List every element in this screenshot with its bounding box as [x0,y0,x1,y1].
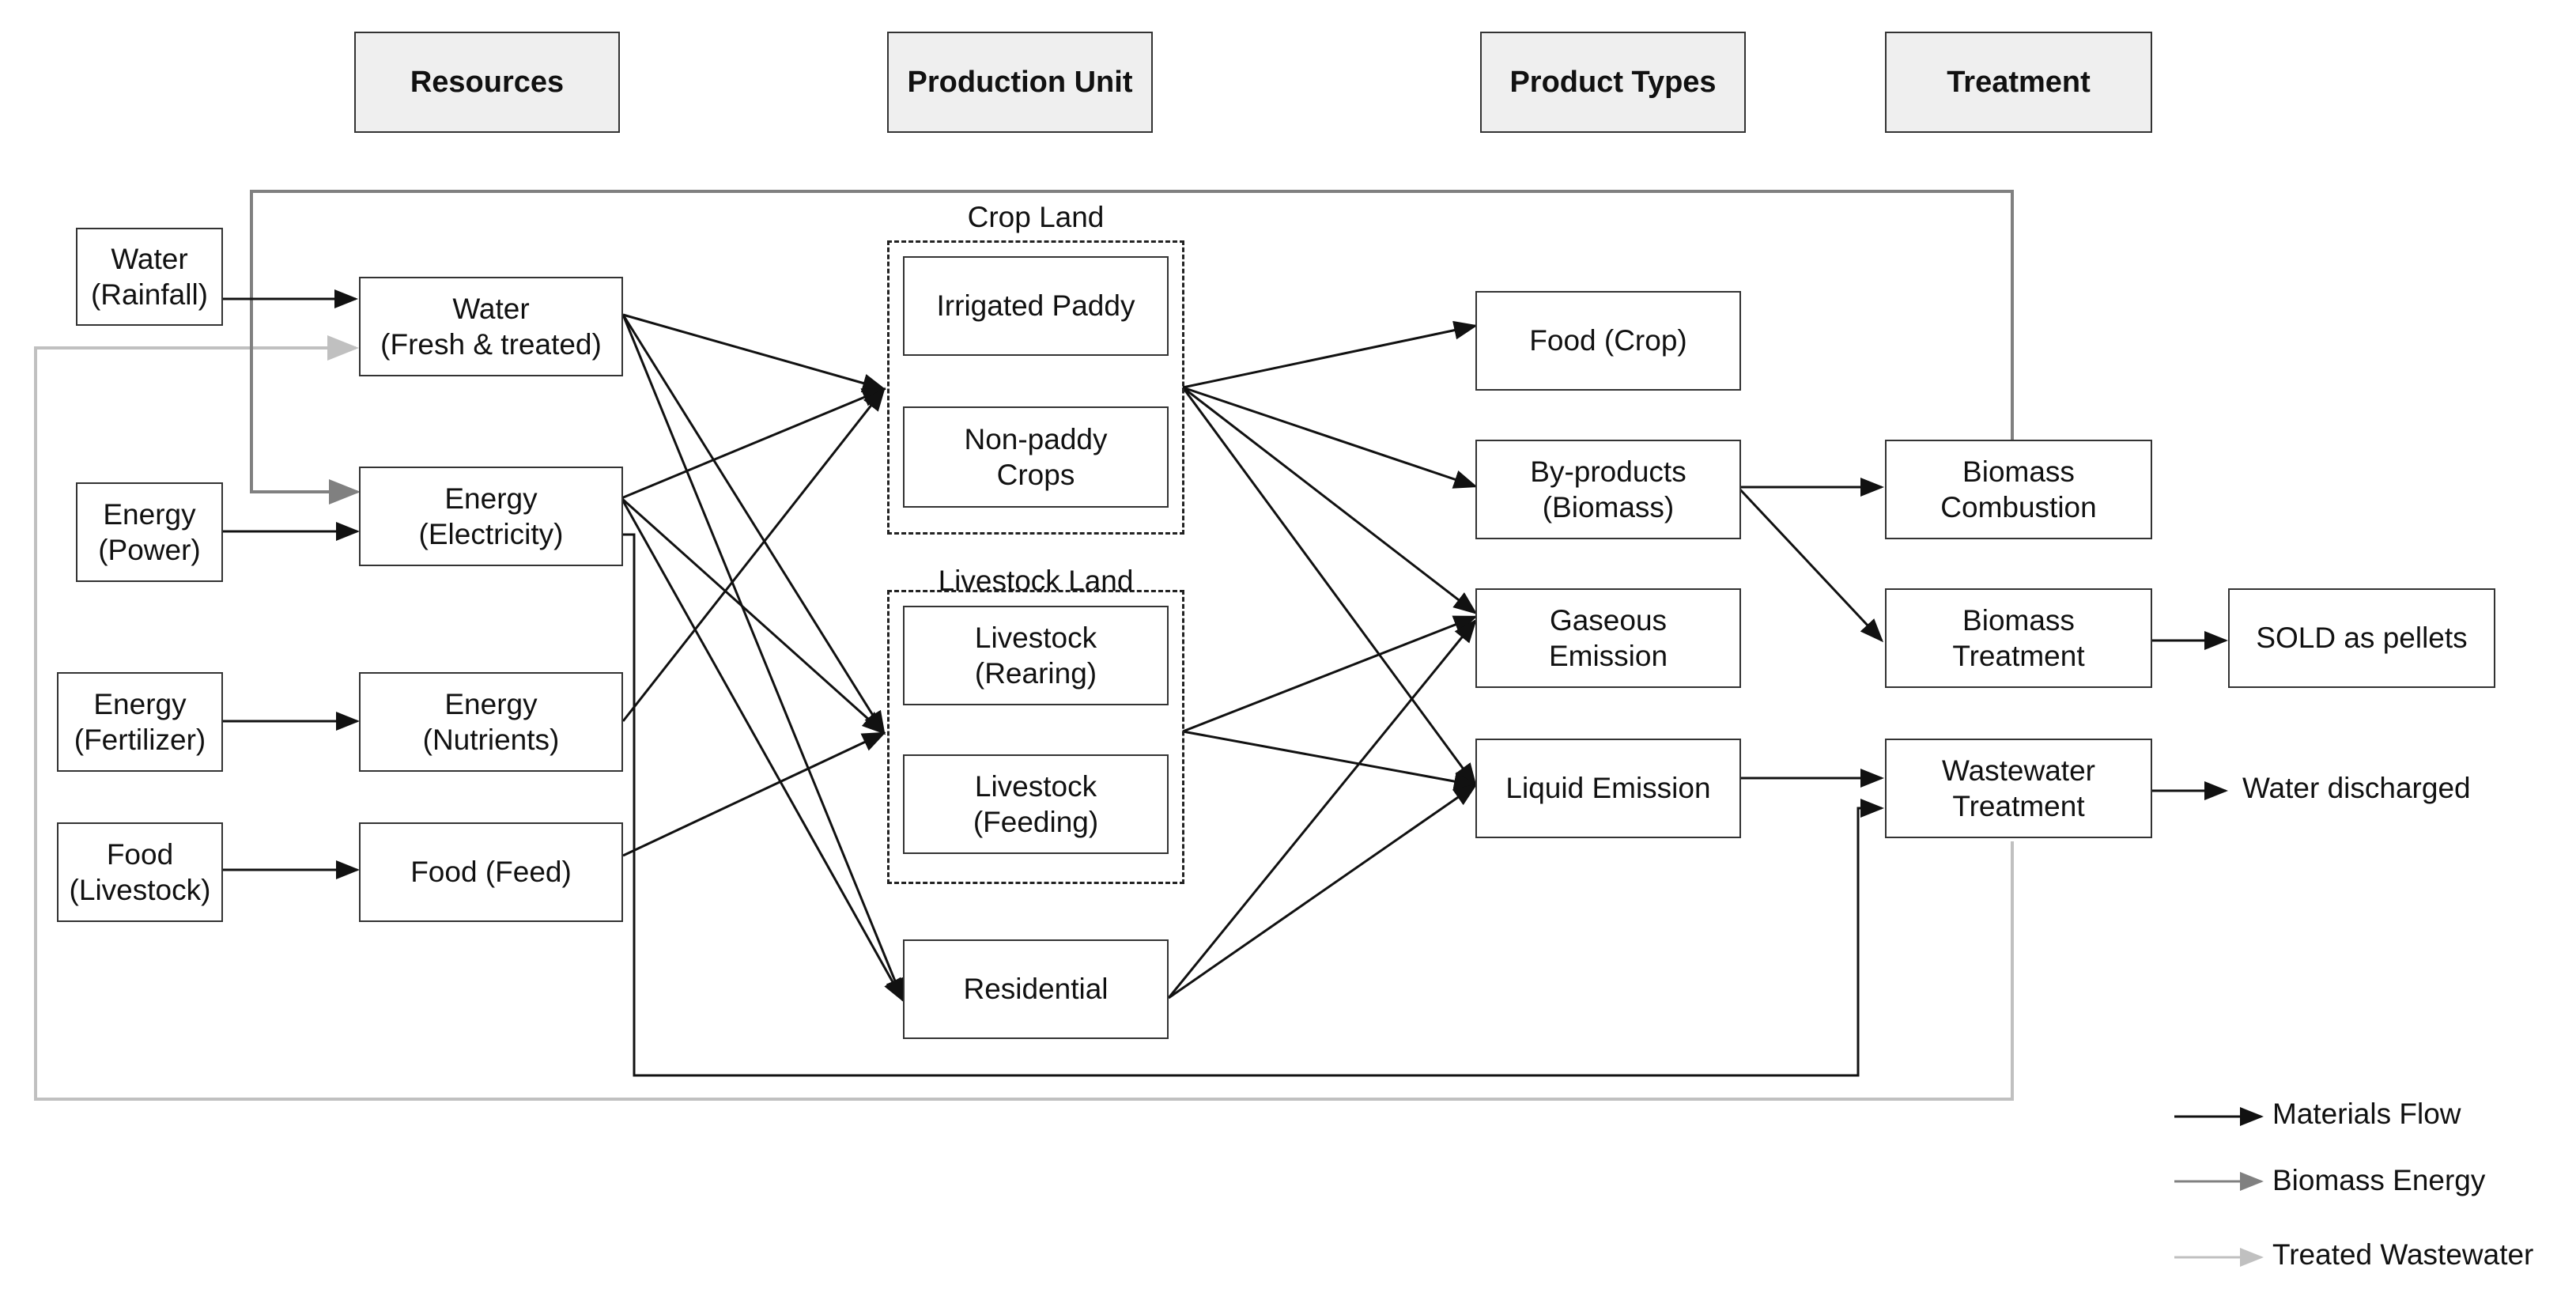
unit-irrigated-paddy: Irrigated Paddy [903,256,1169,356]
flow-crop-to-liquid [1181,387,1477,788]
flow-water-to-livestock [621,314,886,735]
product-liquid-emission: Liquid Emission [1475,739,1741,838]
treatment-biomass-treatment: Biomass Treatment [1885,588,2152,688]
unit-residential: Residential [903,939,1169,1039]
livestock-land-title: Livestock Land [938,565,1134,597]
electricity-to-wastewater-line [621,533,1884,1077]
flow-livestock-to-gaseous [1182,615,1478,733]
flow-nutrients-to-crop [621,387,886,722]
flow-crop-to-byproducts [1182,386,1478,489]
flow-residential-to-liquid [1168,784,1478,1000]
treated-wastewater-loop [34,335,2014,1101]
flow-feed-to-livestock [622,731,886,857]
flow-water-to-crop [622,313,886,393]
input-food-livestock: Food (Livestock) [57,822,223,922]
output-water-discharged: Water discharged [2242,772,2471,804]
resource-energy-nutrients: Energy (Nutrients) [359,672,623,772]
biomass-energy-loop [250,190,2014,505]
output-sold-pellets: SOLD as pellets [2228,588,2495,688]
legend-materials-flow: Materials Flow [2272,1098,2461,1130]
unit-livestock-feeding: Livestock (Feeding) [903,754,1169,854]
unit-non-paddy-crops: Non-paddy Crops [903,406,1169,508]
crop-land-title: Crop Land [967,201,1105,233]
crop-land-group [887,240,1184,535]
input-water-rainfall: Water (Rainfall) [76,228,223,326]
resource-food-feed: Food (Feed) [359,822,623,922]
header-resources: Resources [354,32,620,133]
livestock-land-group [887,590,1184,884]
legend-biomass-energy: Biomass Energy [2272,1164,2486,1196]
flow-electricity-to-residential [620,497,905,1003]
product-gaseous-emission: Gaseous Emission [1475,588,1741,688]
header-production-unit: Production Unit [887,32,1153,133]
product-by-products: By-products (Biomass) [1475,440,1741,539]
treatment-biomass-combustion: Biomass Combustion [1885,440,2152,539]
input-energy-power: Energy (Power) [76,482,223,582]
flow-water-to-residential [621,314,905,1003]
header-product-types: Product Types [1480,32,1746,133]
flow-electricity-to-crop [621,387,886,500]
product-food-crop: Food (Crop) [1475,291,1741,391]
treatment-wastewater: Wastewater Treatment [1885,739,2152,838]
flow-crop-to-gaseous [1182,386,1478,614]
header-treatment: Treatment [1885,32,2152,133]
resource-energy-electricity: Energy (Electricity) [359,467,623,566]
unit-livestock-rearing: Livestock (Rearing) [903,606,1169,705]
flow-livestock-to-liquid [1182,730,1478,791]
input-energy-fertilizer: Energy (Fertilizer) [57,672,223,772]
resource-water: Water (Fresh & treated) [359,277,623,376]
flow-crop-to-food [1182,320,1478,389]
flow-electricity-to-livestock [620,497,886,735]
flow-byproducts-to-treatment [1736,486,1884,643]
legend-treated-wastewater: Treated Wastewater [2272,1238,2534,1271]
flow-residential-to-gaseous [1167,618,1477,999]
